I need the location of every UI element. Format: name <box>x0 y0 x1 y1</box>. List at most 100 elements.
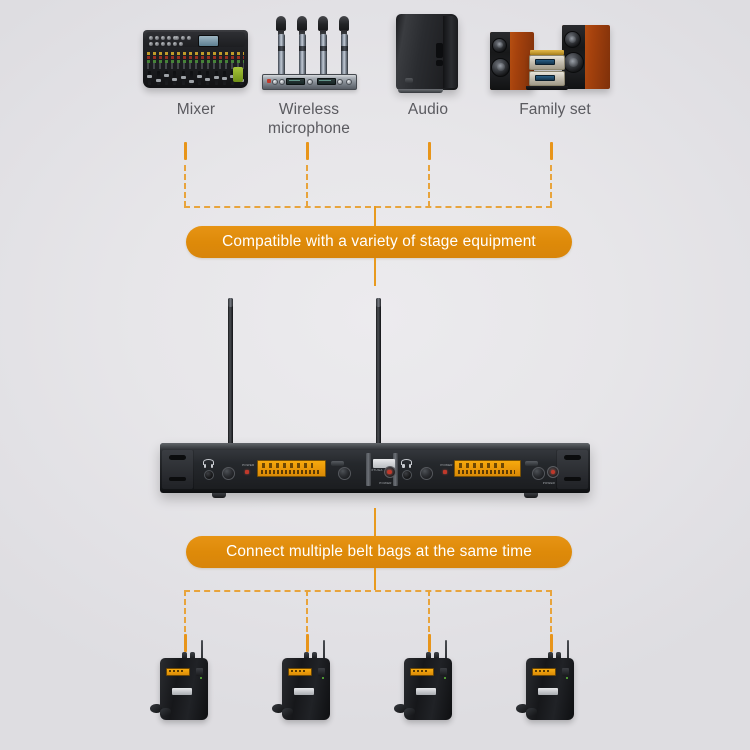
connector-stub-beltpack-3 <box>428 634 431 652</box>
connector-drop-top-banner <box>374 206 376 228</box>
beltpack-status-led <box>321 676 325 679</box>
rack-receiver: POWER XTUGA <box>160 443 590 498</box>
earphone-icon <box>150 704 162 713</box>
label-mixer: Mixer <box>176 101 216 118</box>
receiver-channel-right: POWER <box>397 450 556 489</box>
connector-line-beltpack-2 <box>306 590 308 632</box>
connector-stub-audio <box>428 142 431 160</box>
family-set-amp-top-trim <box>530 50 564 55</box>
beltpack-lcd <box>532 667 557 676</box>
connector-stub-beltpack-2 <box>306 634 309 652</box>
connector-stub-beltpack-4 <box>550 634 553 652</box>
connector-line-family <box>550 165 552 207</box>
microphone-receiver-rack <box>262 74 357 90</box>
earphone-icon-2 <box>160 708 171 716</box>
antenna-left-icon <box>228 298 233 446</box>
earphone-icon <box>516 704 528 713</box>
connector-line-beltpack-4 <box>550 590 552 632</box>
earphone-icon-2 <box>404 708 415 716</box>
volume-knob-right[interactable] <box>420 467 434 481</box>
power-led-right <box>442 469 447 474</box>
beltpack-antenna-icon <box>444 640 448 674</box>
beltpack-brand-badge <box>294 688 314 696</box>
label-audio: Audio <box>407 101 449 118</box>
power-led-left <box>244 469 249 474</box>
antenna-right-icon <box>376 298 381 446</box>
earphone-icon <box>394 704 406 713</box>
brand-logo-icon <box>372 459 395 469</box>
receiver-brand-panel: XTUGA <box>366 450 399 489</box>
banner-compatible-equipment-text: Compatible with a variety of stage equip… <box>222 233 536 250</box>
headphone-icon-left <box>203 459 215 469</box>
connector-stub-beltpack-1 <box>184 634 187 652</box>
family-set-amp-upper <box>529 55 565 70</box>
beltpack-controls[interactable] <box>561 667 569 676</box>
banner-compatible-equipment: Compatible with a variety of stage equip… <box>186 226 572 258</box>
connector-line-beltpack-1 <box>184 590 186 632</box>
label-power-right: POWER <box>440 463 453 468</box>
earphone-icon <box>272 704 284 713</box>
label-power-left: POWER <box>242 463 255 468</box>
lcd-display-right <box>453 460 521 478</box>
beltpack-4 <box>516 640 574 720</box>
selector-knob-left[interactable] <box>338 467 352 481</box>
beltpack-controls[interactable] <box>439 667 447 676</box>
volume-knob-left[interactable] <box>222 467 236 481</box>
connector-rail-top <box>184 206 552 208</box>
power-button-right[interactable] <box>547 466 559 478</box>
beltpack-status-led <box>443 676 447 679</box>
headphone-jack-right[interactable] <box>402 470 413 481</box>
earphone-icon-2 <box>526 708 537 716</box>
connector-receiver-to-banner <box>374 508 376 536</box>
beltpack-antenna-icon <box>322 640 326 674</box>
power-button-left[interactable] <box>383 466 396 478</box>
beltpack-status-led <box>565 676 569 679</box>
connector-stub-mixer <box>184 142 187 160</box>
beltpack-controls[interactable] <box>195 667 203 676</box>
label-family-set: Family set <box>519 101 591 118</box>
beltpack-antenna-icon <box>566 640 570 674</box>
equipment-wireless-microphone <box>262 16 357 90</box>
beltpack-lcd <box>166 667 191 676</box>
family-set-amp-lower <box>529 71 565 86</box>
beltpack-brand-badge <box>172 688 192 696</box>
connector-stub-family <box>550 142 553 160</box>
banner-connect-belt-bags: Connect multiple belt bags at the same t… <box>186 536 572 568</box>
power-button-right-label: POWER <box>542 481 556 485</box>
label-wireless-microphone-line2: microphone <box>268 120 350 137</box>
beltpack-1 <box>150 640 208 720</box>
selector-knob-right[interactable] <box>531 467 545 481</box>
beltpack-2 <box>272 640 330 720</box>
connector-banner-to-receiver <box>374 258 376 286</box>
earphone-icon-2 <box>282 708 293 716</box>
beltpack-brand-badge <box>416 688 436 696</box>
connector-line-audio <box>428 165 430 207</box>
connector-rail-bottom <box>184 590 552 592</box>
beltpack-brand-badge <box>538 688 558 696</box>
label-wireless-microphone: Wireless microphone <box>245 100 373 138</box>
rack-ear-right <box>556 450 588 489</box>
power-button-left-label: POWER <box>379 481 392 485</box>
brand-model-text: XTUGA <box>371 468 383 473</box>
lcd-display-left <box>256 460 327 478</box>
connector-line-microphone <box>306 165 308 207</box>
connector-line-beltpack-3 <box>428 590 430 632</box>
equipment-mixer <box>143 30 248 90</box>
receiver-channel-left: POWER <box>194 450 367 489</box>
label-wireless-microphone-line1: Wireless <box>278 101 340 118</box>
beltpack-lcd <box>288 667 313 676</box>
family-set-speaker-right <box>562 25 610 89</box>
equipment-audio-speaker <box>396 14 458 93</box>
connector-line-mixer <box>184 165 186 207</box>
beltpack-3 <box>394 640 452 720</box>
headphone-icon-right <box>401 459 413 469</box>
beltpack-status-led <box>199 676 203 679</box>
beltpack-controls[interactable] <box>317 667 325 676</box>
equipment-family-set <box>490 20 610 92</box>
rack-ear-left <box>162 450 194 489</box>
family-set-speaker-left <box>490 32 534 90</box>
connector-stub-microphone <box>306 142 309 160</box>
headphone-jack-left[interactable] <box>203 470 214 481</box>
beltpack-lcd <box>410 667 435 676</box>
